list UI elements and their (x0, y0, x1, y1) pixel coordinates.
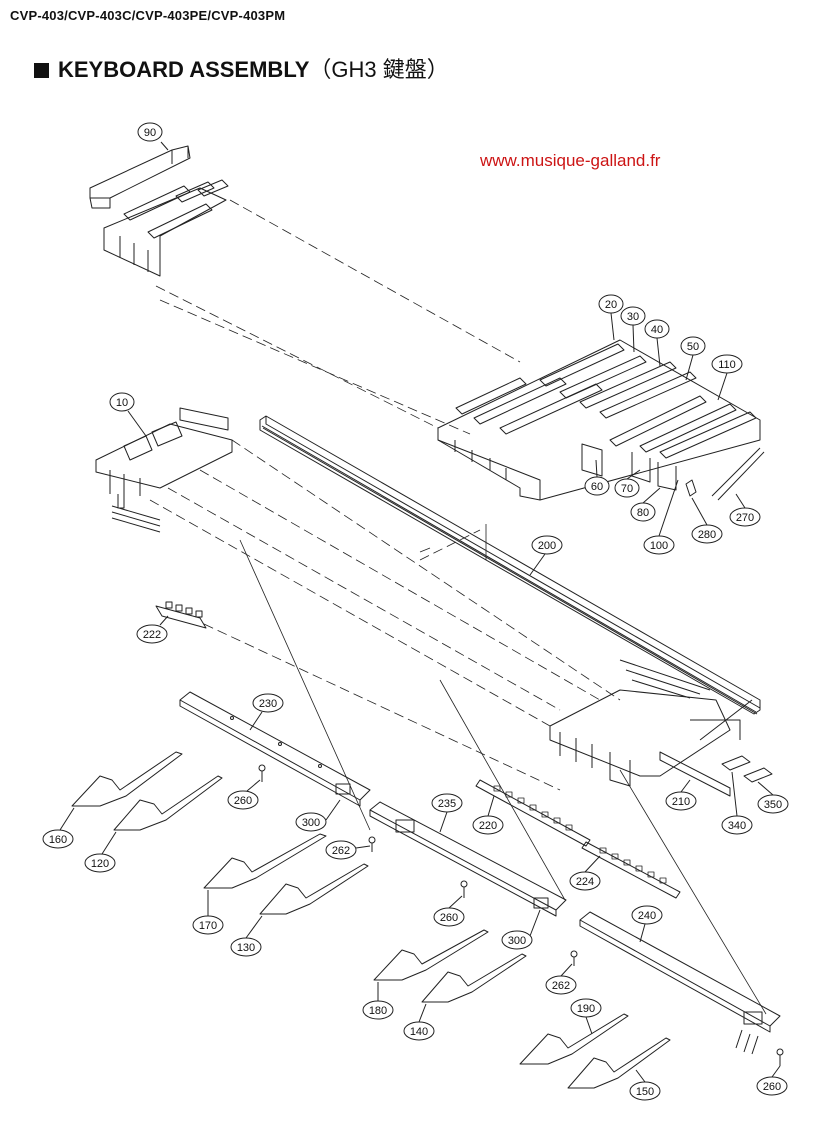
watermark-url: www.musique-galland.fr (480, 151, 661, 170)
callout-70: 70 (614, 469, 641, 498)
svg-text:340: 340 (728, 820, 746, 832)
callout-260-c: 260 (756, 1065, 788, 1096)
svg-text:350: 350 (764, 799, 782, 811)
svg-text:40: 40 (651, 324, 663, 336)
callout-180: 180 (362, 982, 394, 1020)
svg-text:280: 280 (698, 529, 716, 541)
contact-strips-220-224-drawing (475, 779, 681, 899)
svg-text:10: 10 (116, 397, 128, 409)
frame-left-part-10-drawing (95, 407, 233, 533)
svg-text:120: 120 (91, 858, 109, 870)
svg-text:110: 110 (718, 359, 736, 371)
svg-text:240: 240 (638, 910, 656, 922)
callout-222: 222 (136, 615, 169, 644)
callout-350: 350 (757, 781, 789, 814)
callout-235: 235 (431, 793, 463, 833)
callout-130: 130 (230, 915, 263, 957)
callout-160: 160 (42, 807, 75, 849)
bullet-square-icon (34, 63, 49, 78)
callout-262-b: 262 (545, 963, 577, 995)
callout-150: 150 (629, 1069, 661, 1101)
svg-text:20: 20 (605, 299, 617, 311)
svg-text:260: 260 (763, 1081, 781, 1093)
model-numbers: CVP-403/CVP-403C/CVP-403PE/CVP-403PM (10, 8, 286, 23)
callout-190: 190 (570, 998, 602, 1035)
frame-right-drawing (549, 659, 773, 797)
callout-30: 30 (620, 306, 646, 353)
svg-text:300: 300 (508, 935, 526, 947)
callout-300-b: 300 (501, 909, 541, 950)
bar-part-235-drawing (369, 801, 567, 917)
callout-10: 10 (109, 392, 147, 437)
callout-110: 110 (711, 354, 743, 401)
svg-text:270: 270 (736, 512, 754, 524)
callout-bubbles: 90 20 30 40 50 110 10 60 70 80 100 280 2… (42, 122, 789, 1101)
svg-text:230: 230 (259, 698, 277, 710)
svg-text:262: 262 (552, 980, 570, 992)
svg-text:100: 100 (650, 540, 668, 552)
key-part-90-drawing (89, 145, 191, 209)
svg-text:220: 220 (479, 820, 497, 832)
page-title: KEYBOARD ASSEMBLY（GH3 鍵盤） (34, 52, 449, 84)
callout-262: 262 (325, 840, 371, 860)
svg-text:224: 224 (576, 876, 594, 888)
svg-text:210: 210 (672, 796, 690, 808)
key-group-main-drawing (437, 339, 765, 501)
callout-224: 224 (569, 855, 601, 891)
callout-120: 120 (84, 831, 117, 873)
screws-drawing (258, 764, 784, 1066)
svg-text:190: 190 (577, 1003, 595, 1015)
callout-200: 200 (529, 535, 563, 576)
svg-text:235: 235 (438, 798, 456, 810)
callout-50: 50 (680, 336, 706, 381)
title-text: KEYBOARD ASSEMBLY (58, 57, 310, 82)
svg-text:170: 170 (199, 920, 217, 932)
callout-260: 260 (227, 779, 261, 810)
contact-strip-222-drawing (155, 601, 207, 629)
key-group-left-drawing (103, 179, 229, 277)
callout-270: 270 (729, 493, 761, 527)
callout-20: 20 (598, 294, 624, 341)
bar-part-240-drawing (579, 911, 781, 1055)
callout-100: 100 (643, 479, 679, 555)
svg-text:260: 260 (234, 795, 252, 807)
callout-340: 340 (721, 771, 753, 835)
callout-210: 210 (665, 779, 697, 811)
svg-text:260: 260 (440, 912, 458, 924)
svg-text:60: 60 (591, 481, 603, 493)
rail-part-200-drawing (259, 415, 761, 715)
bar-part-230-drawing (179, 691, 371, 807)
svg-text:90: 90 (144, 127, 156, 139)
svg-text:150: 150 (636, 1086, 654, 1098)
svg-text:200: 200 (538, 540, 556, 552)
svg-text:300: 300 (302, 817, 320, 829)
svg-text:80: 80 (637, 507, 649, 519)
callout-220: 220 (472, 795, 504, 835)
svg-text:180: 180 (369, 1005, 387, 1017)
svg-text:130: 130 (237, 942, 255, 954)
svg-text:262: 262 (332, 845, 350, 857)
svg-text:70: 70 (621, 483, 633, 495)
callout-240: 240 (631, 905, 663, 943)
callout-40: 40 (644, 319, 670, 367)
callout-300: 300 (295, 799, 341, 832)
callout-80: 80 (630, 487, 661, 522)
callout-90: 90 (137, 122, 169, 151)
svg-text:222: 222 (143, 629, 161, 641)
callout-230: 230 (249, 693, 284, 731)
leader-lines-drawing (239, 524, 767, 1015)
assembly-lines-drawing (149, 199, 621, 791)
callout-280: 280 (691, 497, 723, 544)
callout-140: 140 (403, 1003, 435, 1041)
svg-text:140: 140 (410, 1026, 428, 1038)
hammers-drawing (71, 751, 671, 1089)
svg-text:30: 30 (627, 311, 639, 323)
svg-text:160: 160 (49, 834, 67, 846)
title-subtext: （GH3 鍵盤） (309, 57, 449, 82)
callout-60: 60 (584, 459, 610, 496)
callout-170: 170 (192, 890, 224, 935)
svg-text:50: 50 (687, 341, 699, 353)
callout-260-b: 260 (433, 895, 465, 927)
